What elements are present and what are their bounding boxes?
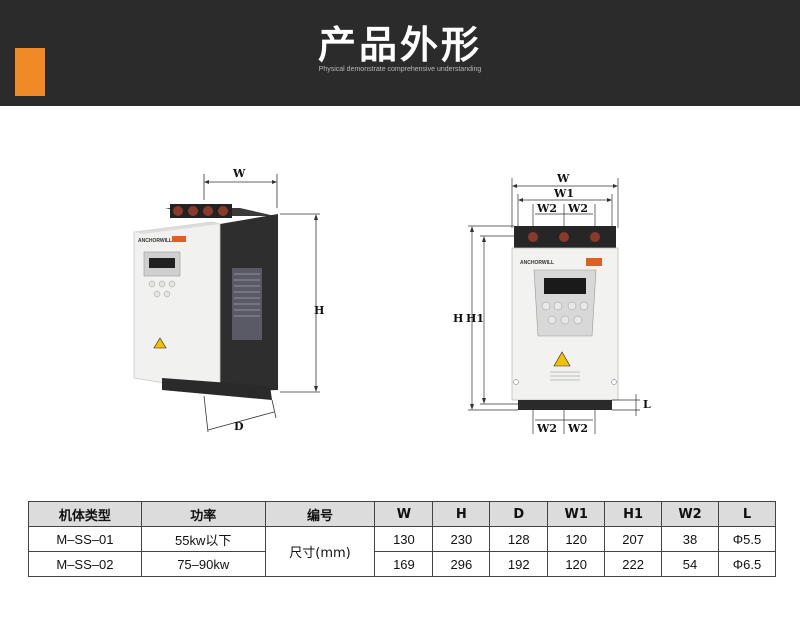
header-power: 功率 (140, 501, 266, 527)
header-code: 编号 (264, 501, 376, 527)
cell-w1: 120 (547, 551, 606, 577)
header-d: D (489, 501, 549, 527)
brand-logo-left: ANCHORWILL (138, 238, 172, 244)
table-header-row: 机体类型 功率 编号 W H D W1 H1 W2 L (28, 501, 777, 527)
cell-w: 130 (374, 526, 434, 552)
dim-label-right-w2-d: W2 (567, 422, 588, 435)
product-perspective-drawing: W ANCHORWILL H D (133, 167, 324, 433)
cell-d: 192 (489, 551, 549, 577)
cell-l: Φ6.5 (717, 551, 777, 577)
cell-unit: 尺寸(mm) (264, 526, 376, 577)
cell-power: 75–90kw (140, 551, 266, 577)
cell-d: 128 (489, 526, 549, 552)
header-banner: 产品外形 Physical demonstrate comprehensive … (0, 0, 800, 106)
cell-model: M–SS–02 (28, 551, 142, 577)
header-l: L (717, 501, 777, 527)
cell-w: 169 (374, 551, 434, 577)
dim-label-right-w2-a: W2 (536, 202, 557, 215)
table-row: M–SS–01 55kw以下 尺寸(mm) 130 230 128 120 20… (28, 526, 777, 577)
cell-h1: 207 (604, 526, 663, 552)
cell-w1: 120 (547, 526, 606, 552)
cell-h: 230 (432, 526, 491, 552)
dim-label-h: H (314, 304, 324, 317)
page-subtitle: Physical demonstrate comprehensive under… (318, 66, 482, 73)
cell-model: M–SS–01 (28, 526, 142, 552)
accent-bar (15, 48, 45, 96)
header-h1: H1 (604, 501, 663, 527)
product-front-drawing: W W1 W2 W2 ANCHORWILL H H1 (453, 172, 651, 435)
dim-label-right-w: W (556, 172, 570, 185)
header-w: W (374, 501, 434, 527)
brand-logo-right: ANCHORWILL (520, 260, 554, 266)
header-w2: W2 (661, 501, 719, 527)
dim-label-right-h: H (453, 312, 463, 325)
cell-w2: 38 (661, 526, 719, 552)
cell-w2: 54 (661, 551, 719, 577)
dim-label-d: D (234, 420, 244, 433)
header-model: 机体类型 (28, 501, 142, 527)
header-h: H (432, 501, 491, 527)
dim-label-right-l: L (643, 398, 651, 411)
cell-power: 55kw以下 (140, 526, 266, 552)
dim-label-right-w1: W1 (553, 187, 574, 200)
cell-h1: 222 (604, 551, 663, 577)
dim-label-w: W (232, 167, 246, 180)
cell-h: 296 (432, 551, 491, 577)
table-row: M–SS–02 75–90kw 169 296 192 120 222 54 Φ… (28, 551, 777, 577)
dim-label-right-w2-b: W2 (567, 202, 588, 215)
dim-label-right-h1: H1 (466, 312, 484, 325)
cell-l: Φ5.5 (717, 526, 777, 552)
header-w1: W1 (547, 501, 606, 527)
page-title: 产品外形 (317, 23, 482, 67)
spec-table: 机体类型 功率 编号 W H D W1 H1 W2 L M–SS–01 55kw… (28, 501, 777, 577)
dim-label-right-w2-c: W2 (536, 422, 557, 435)
